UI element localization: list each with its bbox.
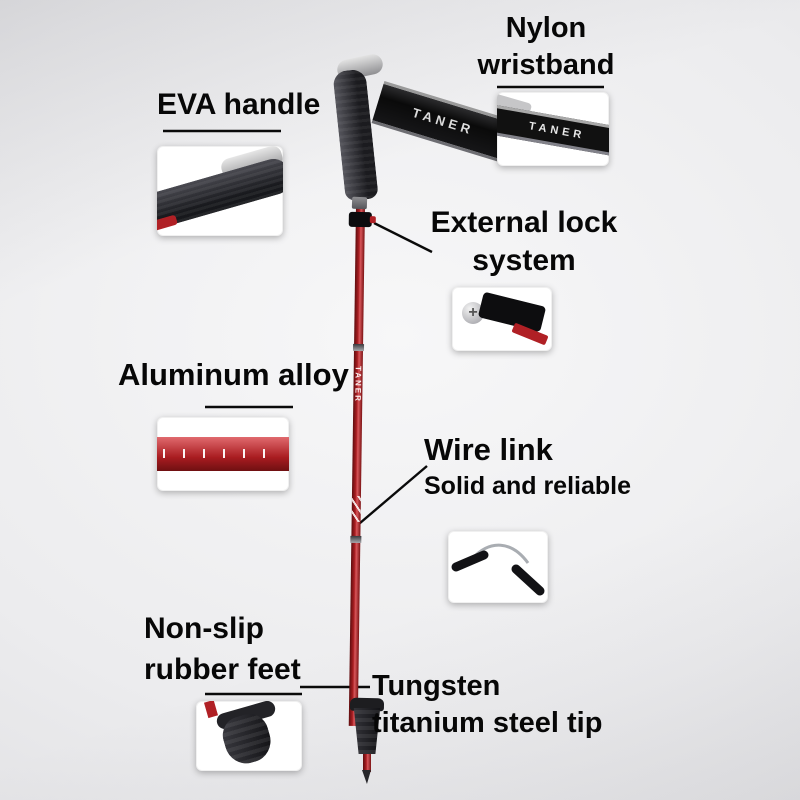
label-nylon-wristband: Nylon wristband [448,10,644,84]
steel-tip [362,770,371,784]
label-eva-handle: EVA handle [157,88,320,122]
shaft-decal-stripes [351,495,361,523]
tip-shaft-segment [363,750,371,772]
label-wire-link: Wire link Solid and reliable [424,430,631,502]
rubber-foot [353,708,381,754]
external-lock-clamp [348,211,372,228]
wire-link-drawing [451,543,545,596]
strap-brand-text: TANER [410,104,476,138]
label-aluminum-alloy: Aluminum alloy [118,357,349,393]
shaft-joint [350,535,362,544]
label-line: system [472,244,576,277]
label-external-lock: External lock system [408,204,640,280]
label-line: Non-slip [144,612,264,645]
wristband-inset-photo: TANER [497,92,609,166]
wristband-strap: TANER [497,103,609,159]
lock-body-closeup [477,291,547,333]
label-line: rubber feet [144,653,301,686]
label-line: External lock [430,206,618,239]
label-non-slip-feet: Non-slip rubber feet [144,608,301,690]
grip-collar [351,196,368,210]
label-line: wristband [477,49,615,81]
handle-inset-photo [157,146,283,236]
leader-line-lock [373,221,433,254]
shaft-closeup [203,701,219,719]
label-tungsten-tip: Tungsten titanium steel tip [372,668,602,742]
leader-line-wire [352,465,428,530]
label-line: Aluminum alloy [118,357,349,392]
label-line: EVA handle [157,88,321,121]
label-line: titanium steel tip [372,707,603,739]
alloy-inset-photo [157,417,289,491]
wire-link-inset-photo [448,531,548,603]
lock-inset-photo: + [452,287,552,351]
label-line: Tungsten [372,670,501,702]
label-line: Solid and reliable [424,472,631,500]
lock-screw: + [462,302,484,324]
shaft-markings [163,449,283,458]
rubber-foot-inset-photo [196,701,302,771]
label-line: Nylon [505,12,587,44]
label-line: Wire link [424,432,553,467]
shaft-joint [352,343,365,352]
shaft-brand-text: TANER [353,365,363,404]
